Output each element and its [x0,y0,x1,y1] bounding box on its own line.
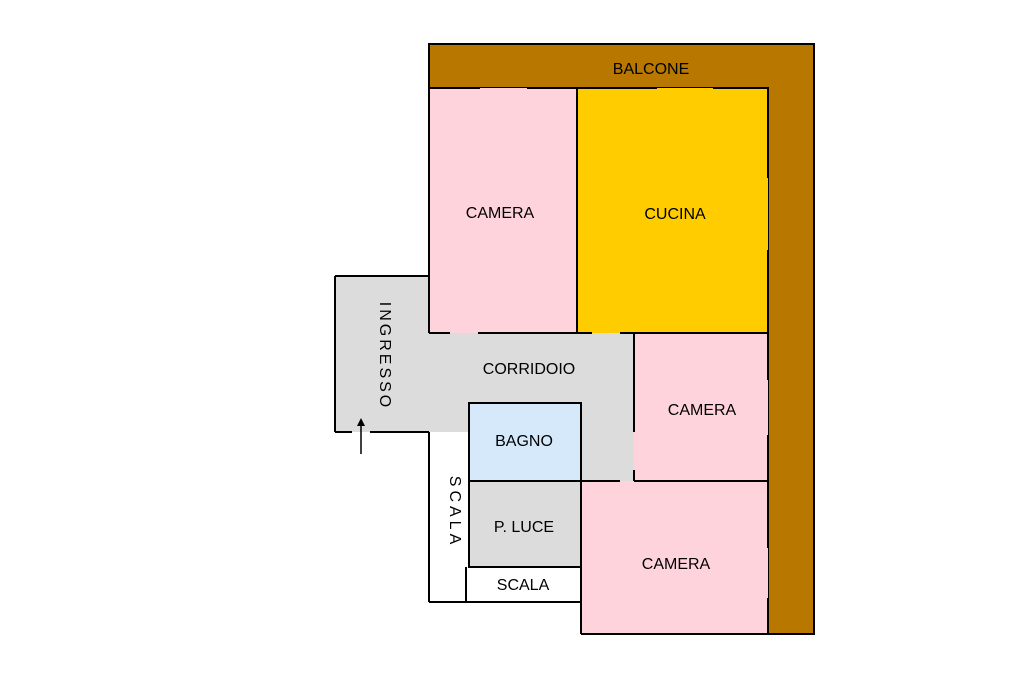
label-balcone: BALCONE [613,61,689,78]
label-camera-bottom: CAMERA [642,556,711,573]
room-cucina [577,88,768,333]
label-camera-top-left: CAMERA [466,205,535,222]
label-scala-horizontal: SCALA [497,577,550,594]
room-camera-bottom [581,481,768,634]
label-p-luce: P. LUCE [494,519,554,536]
room-scala [429,432,581,602]
room-camera-top-left [429,88,577,333]
room-bagno [469,403,581,481]
label-scala-vertical: SCALA [446,476,463,548]
label-bagno: BAGNO [495,433,553,450]
walls [334,43,815,635]
room-p-luce [469,481,581,567]
label-ingresso: INGRESSO [376,302,393,410]
label-cucina: CUCINA [644,206,706,223]
label-camera-right: CAMERA [668,402,737,419]
arrow-up-icon [357,418,365,454]
room-ingresso-corridoio [335,276,634,481]
label-corridoio: CORRIDOIO [483,361,575,378]
room-camera-right [634,333,768,481]
